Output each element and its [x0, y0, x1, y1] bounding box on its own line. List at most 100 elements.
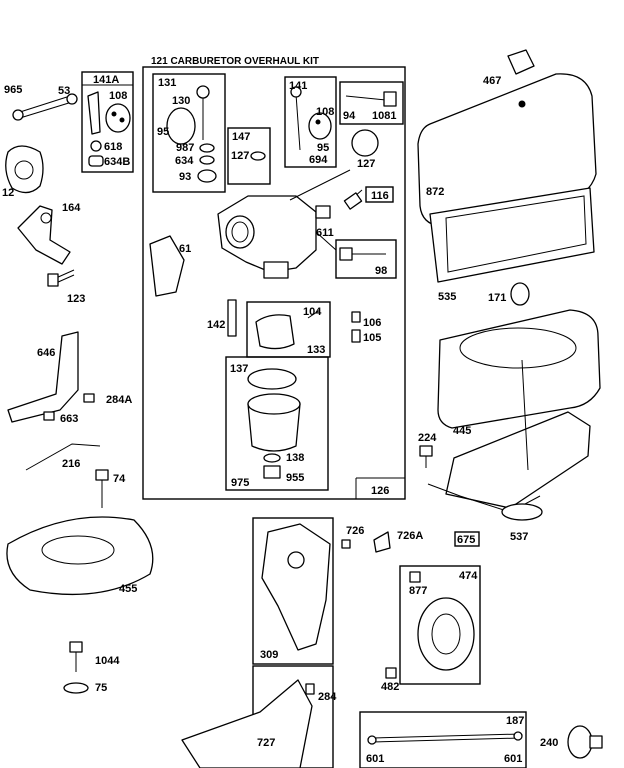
needle-116-part	[343, 189, 363, 210]
label-634: 634	[175, 155, 194, 167]
bolt-123-part	[47, 269, 75, 287]
callout-labels: 121 CARBURETOR OVERHAUL KIT 965 53 141A …	[2, 56, 558, 765]
screw-482-part	[385, 667, 397, 679]
gasket-61-part	[149, 235, 185, 297]
label-216: 216	[62, 458, 80, 470]
label-482: 482	[381, 681, 399, 693]
seal-127-part	[250, 151, 266, 161]
label-726: 726	[346, 525, 364, 537]
knob-240-part	[567, 725, 603, 759]
label-130: 130	[172, 95, 190, 107]
float-133-part	[255, 314, 295, 350]
label-141: 141	[289, 80, 307, 92]
air-cleaner-cover-part	[417, 49, 597, 227]
label-75: 75	[95, 682, 107, 694]
label-284: 284	[318, 691, 337, 703]
bracket-646-part	[7, 331, 79, 423]
label-95b: 95	[317, 142, 329, 154]
box-141	[284, 76, 337, 168]
bowl-nut-955-part	[263, 465, 281, 479]
label-618: 618	[104, 141, 122, 153]
label-646: 646	[37, 347, 55, 359]
label-224: 224	[418, 432, 437, 444]
box-141A	[81, 71, 134, 173]
label-12: 12	[2, 187, 14, 199]
gasket-part	[5, 145, 44, 194]
label-872: 872	[426, 186, 444, 198]
label-1081: 1081	[372, 110, 396, 122]
label-601b: 601	[504, 753, 522, 765]
label-164: 164	[62, 202, 81, 214]
label-147: 147	[232, 131, 250, 143]
label-98: 98	[375, 265, 387, 277]
label-93: 93	[179, 171, 191, 183]
label-133: 133	[307, 344, 325, 356]
label-142: 142	[207, 319, 225, 331]
label-141A: 141A	[93, 74, 119, 86]
label-663: 663	[60, 413, 78, 425]
label-240: 240	[540, 737, 558, 749]
carburetor-float-bowl-parts	[166, 85, 217, 183]
rod-187-part	[367, 731, 523, 745]
label-955: 955	[286, 472, 304, 484]
label-965: 965	[4, 84, 22, 96]
label-611: 611	[316, 227, 334, 239]
label-108a: 108	[109, 90, 127, 102]
label-127a: 127	[231, 150, 249, 162]
label-95a: 95	[157, 126, 169, 138]
label-116: 116	[371, 190, 389, 202]
float-bowl-part	[247, 393, 301, 452]
label-108b: 108	[316, 106, 334, 118]
label-1044: 1044	[95, 655, 120, 667]
label-127b: 127	[357, 158, 375, 170]
air-cleaner-base-part	[427, 359, 591, 521]
housing-309-part	[261, 523, 331, 651]
label-987: 987	[176, 142, 194, 154]
cover-727-part	[181, 679, 313, 768]
o-ring-137-part	[247, 368, 297, 390]
intake-elbow-part	[17, 205, 71, 265]
choke-lever-part	[87, 91, 131, 167]
label-171: 171	[488, 292, 506, 304]
washer-75-part	[63, 682, 89, 694]
box-98-tag	[335, 239, 397, 279]
label-284A: 284A	[106, 394, 132, 406]
label-137: 137	[230, 363, 248, 375]
label-726A: 726A	[397, 530, 423, 542]
label-537: 537	[510, 531, 528, 543]
label-694: 694	[309, 154, 328, 166]
label-123: 123	[67, 293, 85, 305]
label-104: 104	[303, 306, 322, 318]
label-727: 727	[257, 737, 275, 749]
idle-screw-1081-part	[345, 91, 397, 107]
kit-frame	[142, 66, 406, 500]
label-105: 105	[363, 332, 381, 344]
label-106: 106	[363, 317, 381, 329]
clip-726-part	[341, 539, 351, 549]
label-445: 445	[453, 425, 471, 437]
label-877: 877	[409, 585, 427, 597]
mixture-screw-98-part	[339, 247, 386, 261]
label-131: 131	[158, 77, 176, 89]
box-147	[227, 127, 271, 185]
box-1081	[339, 81, 404, 125]
washer-138-part	[263, 453, 281, 463]
box-309	[252, 517, 334, 665]
box-675-tag	[454, 531, 480, 547]
box-474	[399, 565, 481, 685]
clip-726A-part	[373, 531, 391, 553]
label-601a: 601	[366, 753, 384, 765]
nut-663-part	[43, 411, 55, 421]
collar-171-part	[510, 282, 530, 306]
pin-142-part	[227, 299, 237, 337]
throttle-shaft-part	[12, 93, 78, 121]
screw-284A-part	[83, 393, 95, 403]
carburetor-body-part	[217, 169, 351, 279]
jet-105-part	[351, 329, 361, 343]
jet-106-part	[351, 311, 361, 323]
label-187: 187	[506, 715, 524, 727]
filter-element-part	[429, 187, 595, 283]
label-94: 94	[343, 110, 356, 122]
box-975	[225, 356, 329, 491]
